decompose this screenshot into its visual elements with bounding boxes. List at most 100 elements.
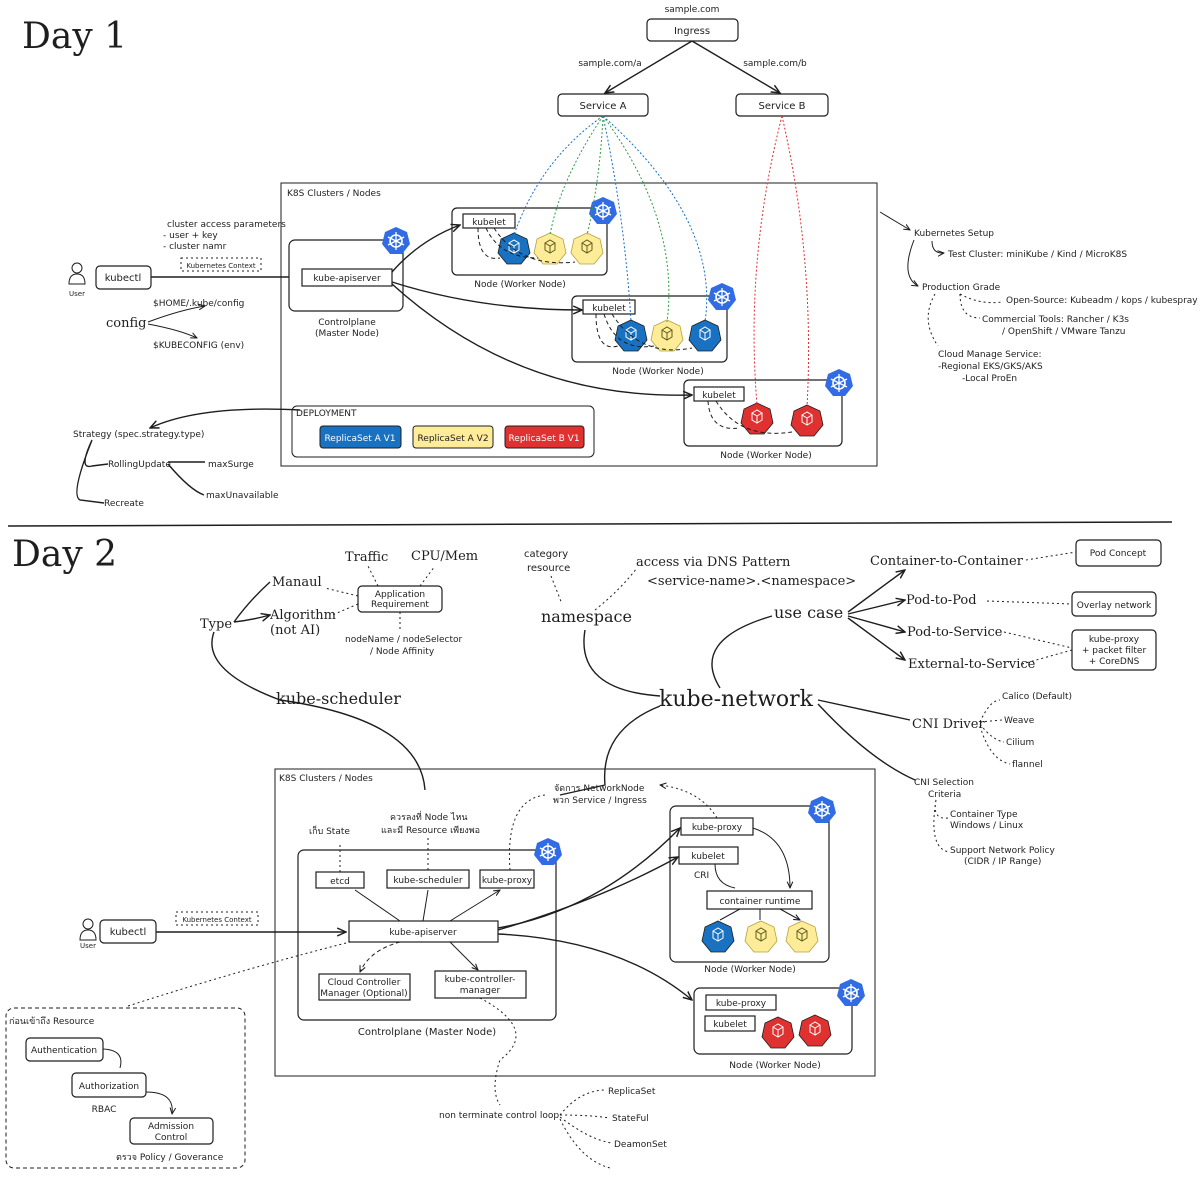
category-2: resource	[527, 563, 570, 574]
day1-cluster-label: K8S Clusters / Nodes	[287, 189, 381, 199]
replicaset-a-v2-label: ReplicaSet A V2	[417, 434, 488, 444]
access-params-3: - cluster namr	[163, 242, 227, 252]
cni-flannel: flannel	[1012, 760, 1043, 770]
setup-test: Test Cluster: miniKube / Kind / MicroK8S	[947, 250, 1127, 260]
loop-branches	[559, 1089, 613, 1169]
pod-concept-box	[1075, 539, 1162, 567]
day1-kube-context: Kubernetes Context	[186, 262, 256, 270]
day2-worker2-kubelet-label: kubelet	[713, 1020, 747, 1030]
day1-worker1-kubelet-links	[477, 227, 576, 264]
kproxy-filter-box	[1071, 629, 1157, 671]
day1-user-label: User	[69, 290, 85, 298]
ingress-host: sample.com	[665, 5, 720, 15]
day2-kube-context-box	[175, 911, 259, 926]
kcm-to-loop	[479, 997, 517, 1106]
strategy-max-surge: maxSurge	[208, 460, 254, 470]
ingress-path-b: sample.com/b	[743, 59, 807, 69]
setup-cloud-1: Cloud Manage Service:	[938, 350, 1041, 360]
service-a-label: Service A	[580, 101, 627, 112]
day2-worker2-kubelet-box	[704, 1015, 756, 1032]
day1-worker2-kubelet-box	[582, 299, 636, 315]
deployment-box	[291, 405, 595, 458]
app-req-links	[324, 565, 436, 630]
ccm-2: Manager (Optional)	[320, 989, 407, 999]
service-b-label: Service B	[759, 101, 806, 112]
overlay-network: Overlay network	[1077, 601, 1152, 611]
svca-to-pod-5	[602, 115, 670, 323]
uc-detail-links	[986, 551, 1077, 665]
setup-to-test	[931, 240, 944, 253]
authn-label: Authentication	[31, 1046, 97, 1056]
ccm-box	[318, 973, 411, 1001]
kcm-2: manager	[460, 986, 501, 996]
sched-cpumem: CPU/Mem	[411, 549, 478, 564]
apiserver-to-worker3	[391, 283, 692, 395]
deployment-label: DEPLOYMENT	[296, 409, 357, 419]
sched-type: Type	[200, 617, 232, 632]
controller-replicaset: ReplicaSet	[608, 1087, 656, 1097]
day2-worker2-kproxy-box	[705, 994, 777, 1011]
day1-worker3-kubelet: kubelet	[702, 391, 736, 401]
day1-kubectl-label: kubectl	[105, 273, 142, 284]
node-selector-2: / Node Affinity	[370, 647, 435, 657]
setup-commercial-1: Commercial Tools: Rancher / K3s	[982, 315, 1129, 325]
svca-to-pod-3	[586, 115, 604, 236]
svcb-to-pod-2	[781, 115, 810, 408]
setup-oss: Open-Source: Kubeadm / kops / kubespray	[1006, 296, 1198, 306]
day2-controlplane-label: Controlplane (Master Node)	[358, 1027, 496, 1038]
setup-title: Kubernetes Setup	[914, 229, 994, 239]
uc-to-p2p	[847, 600, 905, 615]
use-case-label: use case	[774, 603, 843, 622]
runtime-to-pods	[719, 908, 800, 920]
prod-branches	[927, 293, 1003, 347]
etcd-label: etcd	[330, 877, 350, 887]
controller-daemonset: DeamonSet	[614, 1140, 667, 1150]
day2-apiserver-label: kube-apiserver	[389, 928, 457, 938]
netpol-2: (CIDR / IP Range)	[964, 857, 1041, 867]
day2-user-label: User	[80, 942, 96, 950]
node-selector-1: nodeName / nodeSelector	[345, 635, 462, 645]
kproxy-to-netnode	[660, 785, 718, 819]
ingress-path-a: sample.com/a	[578, 59, 641, 69]
netnode-1: จัดการ NetworkNode	[554, 784, 645, 794]
day1-controlplane-1: Controlplane	[318, 318, 376, 328]
day2-user-icon	[79, 918, 97, 941]
day1-worker2-label: Node (Worker Node)	[612, 367, 703, 377]
day1-worker3-kubelet-box	[693, 386, 745, 402]
day1-cluster-frame	[280, 182, 878, 467]
uc-e2s: External-to-Service	[908, 657, 1036, 672]
day2-cp-kproxy-label: kube-proxy	[482, 876, 533, 886]
netnode-2: พวก Service / Ingress	[553, 796, 647, 806]
ingress-to-service-a	[605, 40, 693, 93]
day2-worker1-box	[669, 805, 830, 963]
pod-concept: Pod Concept	[1090, 549, 1147, 559]
uc-to-e2s	[847, 617, 905, 660]
ccm-1: Cloud Controller	[328, 978, 401, 988]
authz-label: Authorization	[79, 1082, 139, 1092]
admission-2: Control	[155, 1133, 188, 1143]
apiserver-to-components	[354, 890, 500, 922]
auth-title: ก่อนเข้าถึง Resource	[9, 1016, 95, 1027]
kube-network-label: kube-network	[659, 687, 814, 712]
cri-label: CRI	[694, 871, 709, 881]
cni-cilium: Cilium	[1006, 738, 1034, 748]
day1-user-icon	[68, 262, 86, 285]
day1-kube-context-box	[180, 257, 262, 272]
cni-driver-label: CNI Driver	[912, 717, 985, 732]
setup-cloud-2: -Regional EKS/GKS/AKS	[938, 362, 1043, 372]
day-divider	[7, 521, 1173, 527]
netpol-1: Support Network Policy	[950, 846, 1055, 856]
apiserver-to-kcm	[449, 941, 478, 970]
day2-worker1-kubelet-box	[678, 846, 739, 865]
kcm-box	[434, 970, 527, 999]
network-to-namespace	[583, 629, 661, 697]
day1-worker1-kubelet-box	[462, 213, 516, 229]
container-type-1: Container Type	[950, 810, 1018, 820]
day1-worker2-kubelet-links	[595, 313, 693, 351]
replicaset-a-v1-label: ReplicaSet A V1	[324, 434, 395, 444]
day2-worker2-kproxy-label: kube-proxy	[716, 999, 767, 1009]
rbac-label: RBAC	[92, 1105, 117, 1115]
day1-title: Day 1	[22, 16, 127, 57]
svca-to-pod-6	[602, 115, 708, 323]
